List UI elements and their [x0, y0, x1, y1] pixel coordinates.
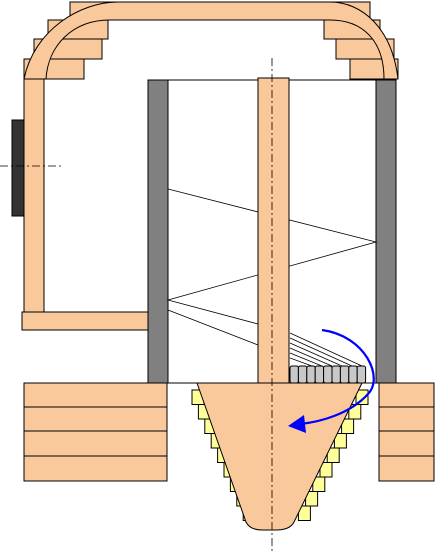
ratchet-pad: [289, 365, 299, 384]
right-base-row-1: [378, 382, 435, 408]
ratchet-pad: [323, 365, 333, 384]
right-base-row-4: [378, 455, 435, 482]
ratchet-pad: [348, 365, 358, 384]
spring-tail-1: [167, 309, 259, 346]
left-base-block: [23, 382, 168, 482]
arm-vertical: [23, 78, 45, 313]
left-base-row-2: [23, 406, 168, 432]
fan-line-6: [289, 357, 313, 367]
tooth-right: [355, 389, 369, 405]
rotation-arrow-head: [288, 415, 306, 433]
rotation-arrow-curve: [299, 328, 375, 426]
tooth-right: [333, 433, 347, 449]
side-plate: [11, 119, 25, 217]
frame-arch: [23, 1, 399, 80]
tooth-right: [341, 418, 355, 434]
fan-line-2: [289, 337, 353, 367]
ratchet-pad: [306, 365, 316, 384]
fan-line-1: [289, 332, 363, 367]
left-base-row-4: [23, 455, 168, 482]
arm-horizontal: [21, 311, 149, 331]
right-base-row-3: [378, 430, 435, 457]
cylinder-wall-left: [147, 79, 169, 384]
ratchet-pads: [289, 365, 367, 384]
right-base-row-2: [378, 406, 435, 432]
central-shaft: [257, 77, 290, 385]
ratchet-pad: [356, 365, 367, 384]
cylinder-wall-right: [375, 79, 397, 384]
left-clamp-arm: [0, 78, 149, 331]
ratchet-pad: [339, 365, 350, 384]
ratchet-pad: [331, 365, 341, 384]
left-base-row-3: [23, 430, 168, 457]
top-frame: [23, 1, 399, 80]
ratchet-pad: [297, 365, 308, 384]
rotation-arrow: [288, 328, 375, 433]
left-base-row-1: [23, 382, 168, 408]
fan-line-5: [289, 352, 323, 367]
right-base-block: [378, 382, 435, 482]
fan-line-4: [289, 347, 333, 367]
fan-line-3: [289, 342, 343, 367]
ratchet-pad: [314, 365, 325, 384]
